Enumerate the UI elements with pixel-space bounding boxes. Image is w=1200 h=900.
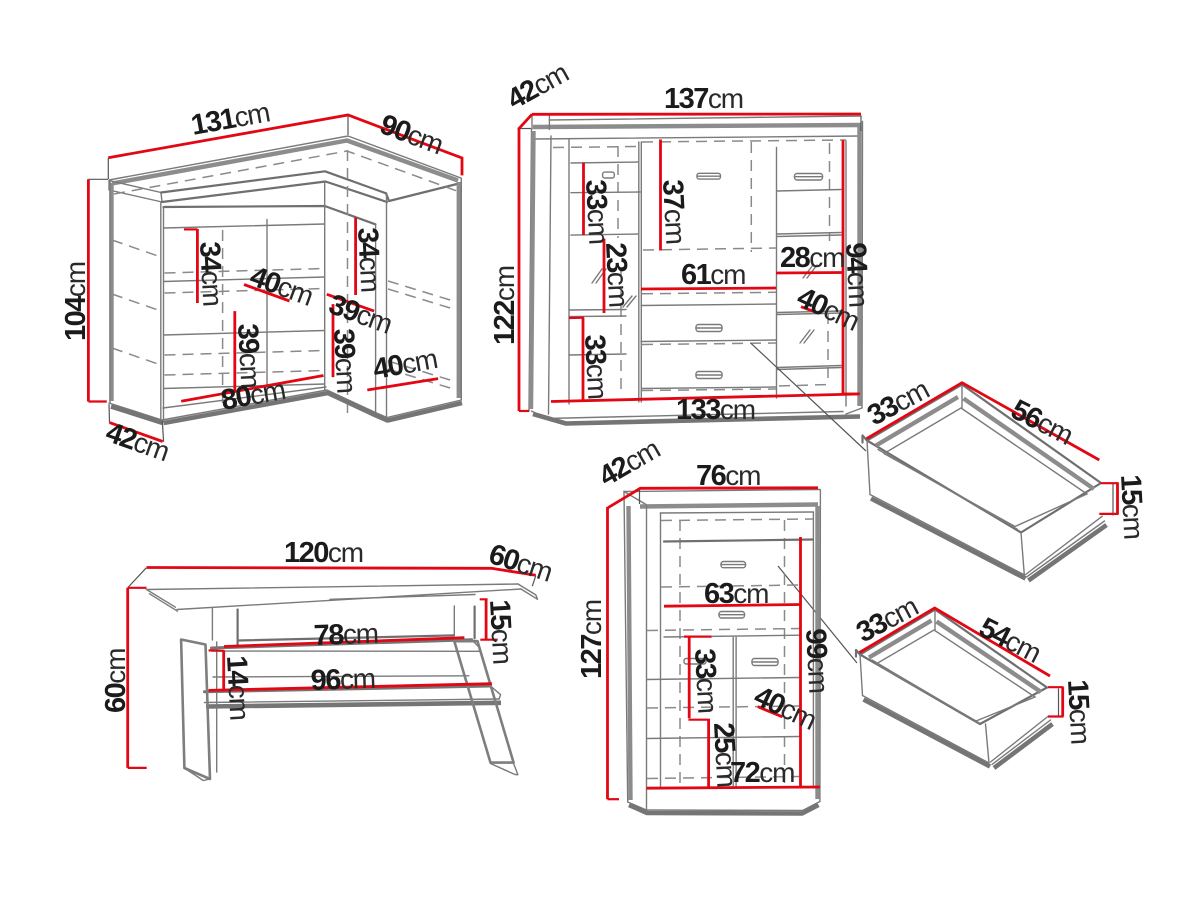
- svg-text:39cm: 39cm: [231, 323, 266, 389]
- svg-text:122cm: 122cm: [489, 266, 521, 345]
- svg-text:39cm: 39cm: [327, 328, 362, 394]
- svg-text:15cm: 15cm: [1061, 679, 1096, 745]
- svg-text:137cm: 137cm: [664, 83, 743, 115]
- svg-text:14cm: 14cm: [220, 655, 255, 721]
- svg-text:33cm: 33cm: [578, 334, 613, 400]
- svg-text:127cm: 127cm: [576, 600, 608, 679]
- svg-text:23cm: 23cm: [599, 242, 634, 308]
- svg-text:33cm: 33cm: [688, 648, 723, 714]
- svg-text:72cm: 72cm: [730, 757, 794, 789]
- svg-text:37cm: 37cm: [656, 179, 691, 245]
- svg-text:33cm: 33cm: [579, 179, 614, 245]
- svg-text:63cm: 63cm: [704, 578, 768, 610]
- svg-text:133cm: 133cm: [676, 394, 755, 426]
- svg-text:25cm: 25cm: [707, 722, 742, 788]
- svg-text:15cm: 15cm: [1114, 474, 1149, 540]
- svg-text:94cm: 94cm: [839, 242, 874, 308]
- svg-text:99cm: 99cm: [799, 628, 834, 694]
- svg-text:34cm: 34cm: [351, 227, 386, 293]
- svg-text:60cm: 60cm: [100, 649, 132, 713]
- svg-text:104cm: 104cm: [60, 262, 92, 341]
- svg-text:28cm: 28cm: [780, 242, 844, 274]
- svg-text:78cm: 78cm: [313, 618, 378, 652]
- svg-text:131cm: 131cm: [189, 96, 272, 141]
- svg-text:34cm: 34cm: [193, 241, 228, 307]
- svg-text:15cm: 15cm: [483, 599, 518, 665]
- svg-text:76cm: 76cm: [696, 460, 760, 492]
- svg-text:40cm: 40cm: [792, 281, 864, 337]
- svg-text:96cm: 96cm: [310, 663, 375, 697]
- svg-text:120cm: 120cm: [284, 537, 363, 569]
- svg-text:61cm: 61cm: [681, 259, 745, 291]
